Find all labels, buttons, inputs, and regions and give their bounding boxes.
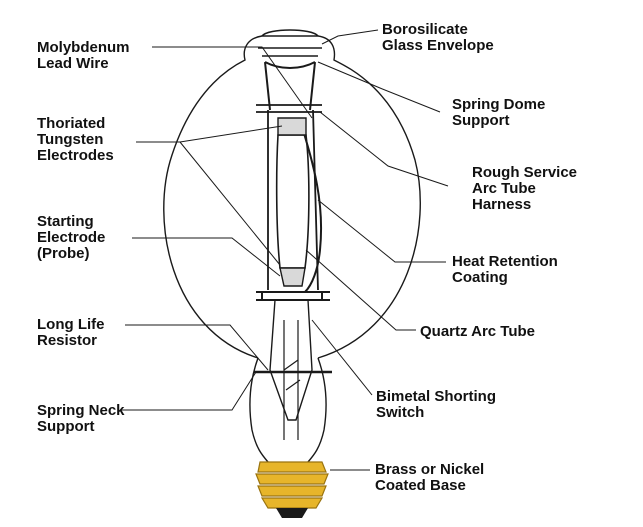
top-dome [258,29,322,57]
leader-spring-dome [317,61,441,113]
brass-base [255,461,329,509]
glass-envelope-outline [163,35,421,359]
leader-starting [132,237,281,277]
stem-press [269,299,313,421]
frame-rods [256,104,322,291]
label-quartz-arc-tube: Quartz Arc Tube [420,323,536,340]
leader-spring-neck [120,371,257,411]
leader-molybdenum [152,46,313,119]
leader-bimetal [311,319,373,396]
arc-tube-lower-seal [279,267,306,287]
leader-long-life [125,324,269,371]
leader-rough-service [319,111,449,187]
arc-tube-body [275,134,310,269]
leader-thoriated [136,125,283,266]
spring-dome-support [264,61,316,111]
leader-quartz [305,249,416,331]
arc-tube-harness [299,119,323,293]
lamp-neck [249,357,327,463]
leader-borosilicate [321,29,379,45]
lower-mount-plate [256,291,330,301]
base-contact [276,508,308,518]
stem-leads [283,320,301,440]
leader-heat-retention [317,199,446,263]
arc-tube-upper-seal [277,117,307,136]
